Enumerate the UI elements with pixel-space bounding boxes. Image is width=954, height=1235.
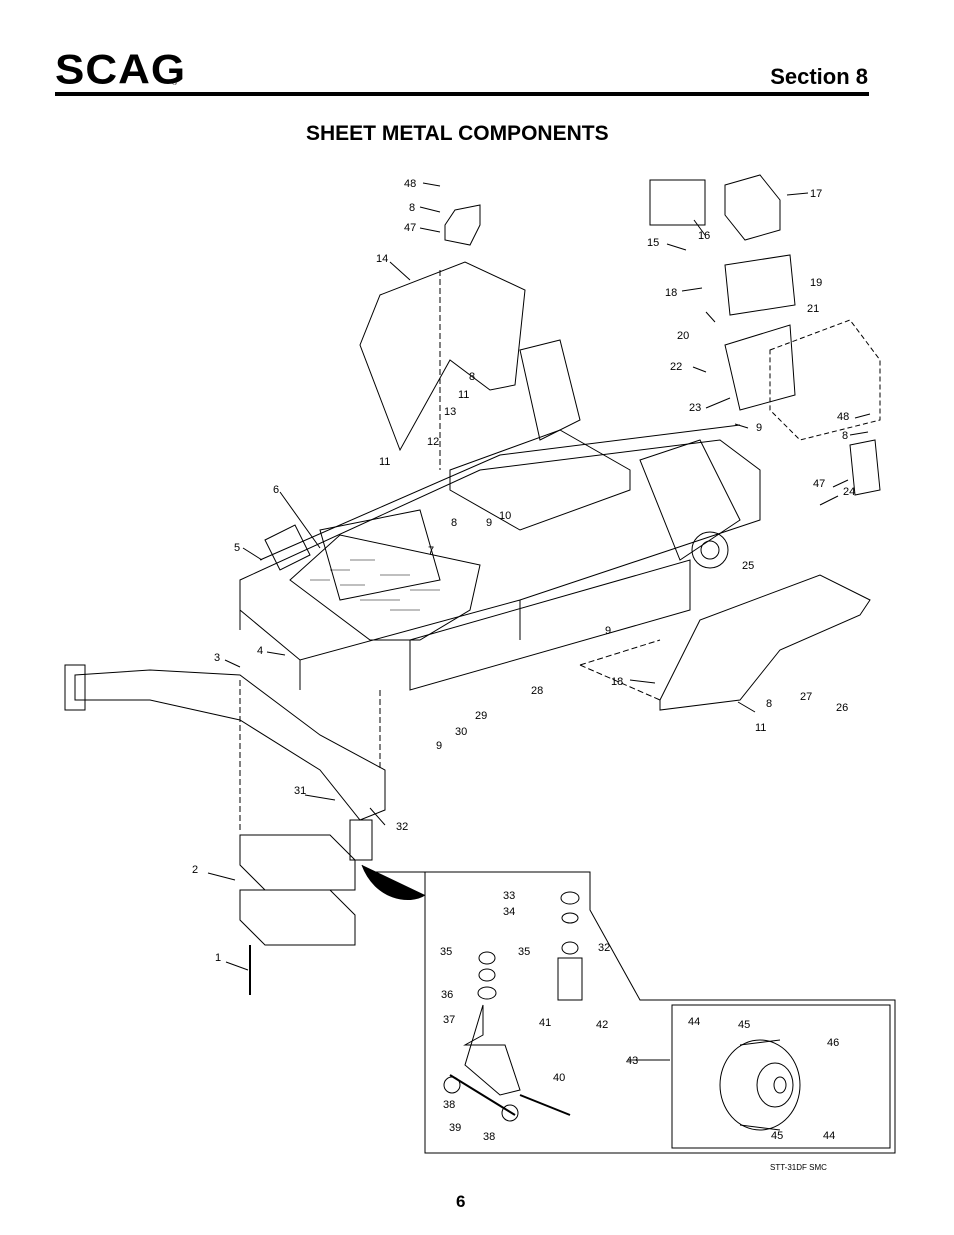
callout: 5 [234, 542, 240, 554]
callout: 11 [458, 389, 469, 401]
section-label: Section 8 [770, 64, 868, 89]
callout: 45 [771, 1130, 783, 1142]
pad-blocks [239, 834, 356, 946]
main-frame [239, 339, 761, 691]
side-panel [659, 574, 871, 711]
foot-pedal [264, 524, 311, 571]
callout: 34 [503, 906, 515, 918]
callout: 45 [738, 1019, 750, 1031]
seat-plate [449, 429, 631, 531]
callout: 20 [677, 330, 689, 342]
rear-frame [769, 319, 881, 441]
callout: 33 [503, 890, 515, 902]
callout: 2 [192, 864, 198, 876]
callout: 27 [800, 691, 812, 703]
caster-wheel [719, 1039, 801, 1131]
callout: 47 [813, 478, 825, 490]
callout: 11 [755, 722, 766, 734]
callout: 8 [469, 371, 475, 383]
scag-logo: SCAG [55, 46, 187, 93]
callout: 14 [376, 253, 388, 265]
callout: 32 [598, 942, 610, 954]
battery [649, 179, 706, 226]
bracket-47-top [444, 204, 481, 246]
callout: 44 [823, 1130, 835, 1142]
callout: 18 [611, 676, 623, 688]
callout: 15 [647, 237, 659, 249]
callout: 24 [843, 486, 855, 498]
bracket-47-right [849, 439, 881, 496]
callout: 16 [698, 230, 710, 242]
caster-assembly [443, 891, 583, 1122]
callout: 7 [428, 545, 434, 557]
callout: 9 [756, 422, 762, 434]
callout: 48 [837, 411, 849, 423]
drawing-code: STT-31DF SMC [770, 1163, 827, 1172]
callout: 10 [499, 510, 511, 522]
callout: 31 [294, 785, 306, 797]
callout: 8 [451, 517, 457, 529]
callout: 36 [441, 989, 453, 1001]
page-number: 6 [456, 1192, 466, 1211]
callout: 21 [807, 303, 819, 315]
front-axle [64, 664, 386, 861]
callout: 9 [436, 740, 442, 752]
callout: 23 [689, 402, 701, 414]
callout: 26 [836, 702, 848, 714]
callout: 38 [483, 1131, 495, 1143]
registered-mark: ® [172, 80, 178, 87]
callout: 1 [215, 952, 221, 964]
callout: 35 [440, 946, 452, 958]
callout: 11 [379, 456, 390, 468]
callout: 18 [665, 287, 677, 299]
battery-box [724, 254, 796, 316]
bracket-23 [724, 324, 796, 411]
callout: 19 [810, 277, 822, 289]
page-title: SHEET METAL COMPONENTS [306, 122, 609, 145]
callout: 39 [449, 1122, 461, 1134]
callout: 35 [518, 946, 530, 958]
callout: 13 [444, 406, 456, 418]
callout: 46 [827, 1037, 839, 1049]
callout: 48 [404, 178, 416, 190]
callout: 22 [670, 361, 682, 373]
callout: 30 [455, 726, 467, 738]
callout: 37 [443, 1014, 455, 1026]
callout: 25 [742, 560, 754, 572]
callout: 29 [475, 710, 487, 722]
callout: 3 [214, 652, 220, 664]
fender [359, 261, 526, 452]
callout: 12 [427, 436, 439, 448]
callout: 4 [257, 645, 263, 657]
callout: 41 [539, 1017, 551, 1029]
inset-pointer [361, 864, 426, 901]
callout: 6 [273, 484, 279, 496]
callout: 9 [486, 517, 492, 529]
callout: 42 [596, 1019, 608, 1031]
inset-border [370, 871, 896, 1154]
callout: 8 [409, 202, 415, 214]
callout-leaders [207, 182, 871, 1061]
callout: 8 [766, 698, 772, 710]
callout: 44 [688, 1016, 700, 1028]
callout: 38 [443, 1099, 455, 1111]
callout: 17 [810, 188, 822, 200]
callout: 9 [605, 625, 611, 637]
floor-pan [289, 534, 481, 641]
battery-cover [724, 174, 781, 241]
callout: 43 [626, 1055, 638, 1067]
callout: 47 [404, 222, 416, 234]
callout: 8 [842, 430, 848, 442]
callout: 40 [553, 1072, 565, 1084]
header-rule [55, 92, 869, 96]
callout-labels: 48 8 47 14 8 11 13 12 11 6 8 10 9 7 5 4 … [192, 178, 855, 1143]
wheel-inset [671, 1004, 891, 1149]
callout: 28 [531, 685, 543, 697]
callout: 32 [396, 821, 408, 833]
